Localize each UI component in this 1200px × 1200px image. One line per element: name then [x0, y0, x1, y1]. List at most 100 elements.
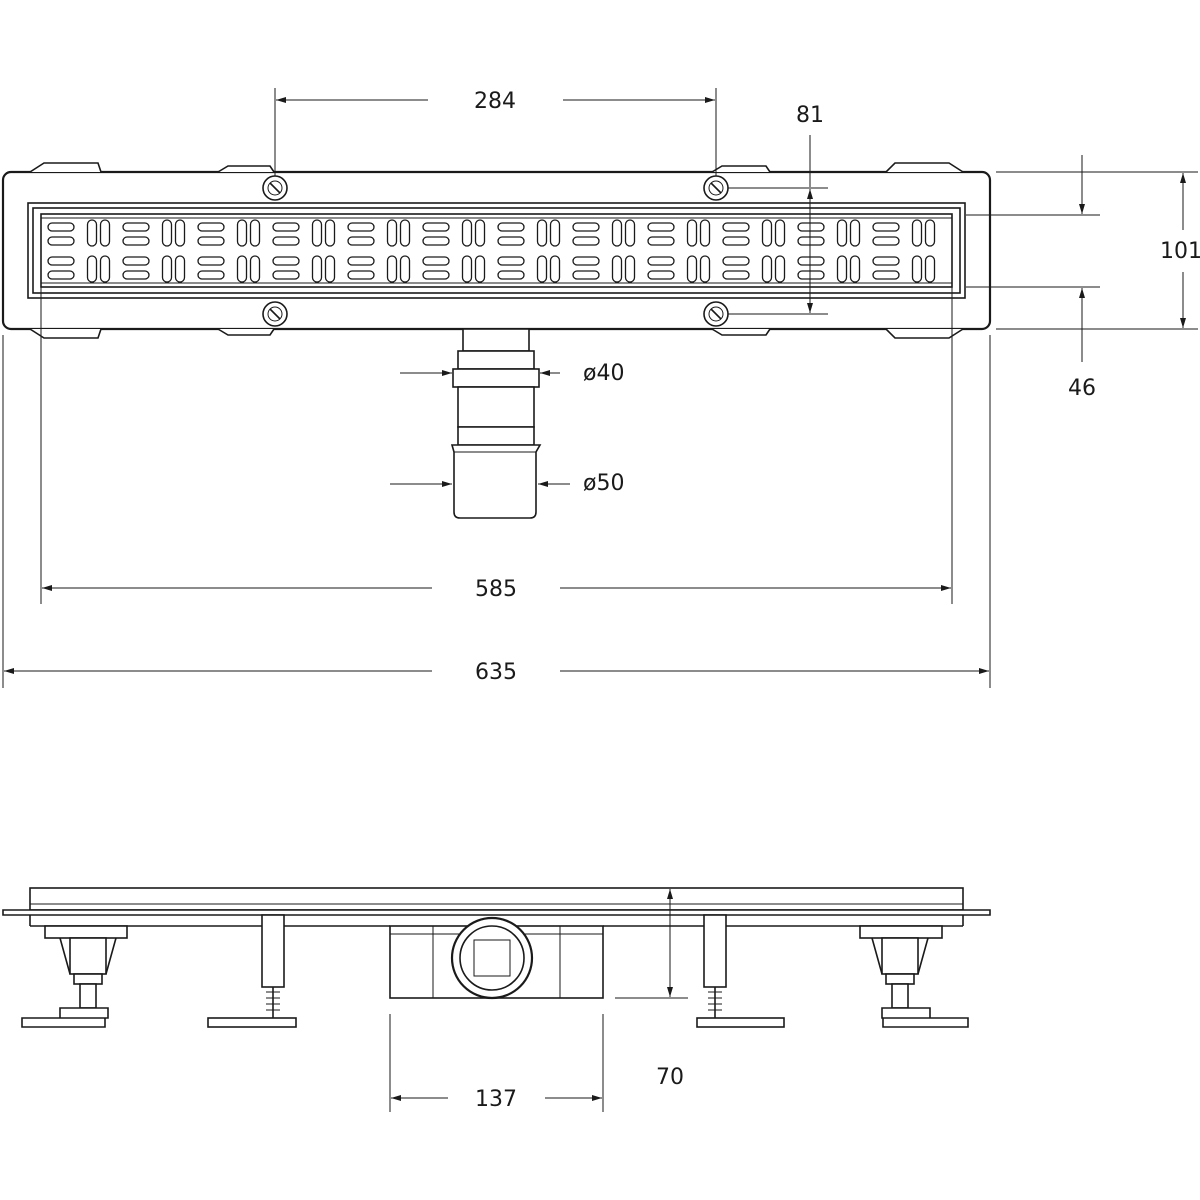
grate-slot: [347, 270, 375, 280]
dim-label-137: 137: [475, 1087, 517, 1112]
dim-label-284: 284: [474, 89, 516, 114]
grate-slot: [197, 270, 225, 280]
grate-slot: [47, 256, 75, 266]
side-flange: [2, 909, 991, 916]
grate-slot: [174, 219, 186, 247]
grate-slot: [497, 236, 525, 246]
dimension-284: 284: [274, 88, 717, 176]
dimension-81: 81: [728, 103, 828, 315]
top-view: 284 81 101 46: [1, 88, 1200, 688]
grate-slot: [122, 222, 150, 232]
grate-slot: [399, 219, 411, 247]
grate-frame: [32, 207, 961, 294]
corner-clips: [29, 162, 964, 339]
grate-slot: [797, 270, 825, 280]
grate-slot: [461, 219, 473, 247]
grate-slot: [122, 236, 150, 246]
grate-slot: [647, 236, 675, 246]
grate-slot: [611, 219, 623, 247]
dim-label-46: 46: [1068, 376, 1096, 401]
grate-slot: [474, 255, 486, 283]
grate-slot: [272, 236, 300, 246]
grate-slot: [872, 256, 900, 266]
grate-slot: [422, 236, 450, 246]
grate-slot: [399, 255, 411, 283]
grate-slot: [497, 270, 525, 280]
dim-label-585: 585: [475, 577, 517, 602]
grate-slot: [347, 256, 375, 266]
dimension-635: 635: [2, 335, 991, 688]
grate-slot: [86, 219, 98, 247]
grate-slot: [872, 222, 900, 232]
grate-slot: [422, 222, 450, 232]
dim-label-70: 70: [656, 1065, 684, 1090]
grate-slot: [122, 256, 150, 266]
grate-slot: [722, 256, 750, 266]
grate-slot: [797, 222, 825, 232]
grate-slot: [611, 255, 623, 283]
dimension-d40: ø40: [400, 361, 624, 386]
grate-slot: [161, 255, 173, 283]
dim-label-d50: ø50: [583, 471, 624, 496]
grate-slot: [699, 255, 711, 283]
grate-slot: [47, 236, 75, 246]
grate-slot: [572, 256, 600, 266]
grate-slot: [461, 255, 473, 283]
grate-slot: [872, 270, 900, 280]
dimension-d50: ø50: [390, 471, 624, 496]
grate-slot: [924, 255, 936, 283]
grate-slot: [549, 255, 561, 283]
dimension-70: 70: [615, 889, 688, 1090]
grate-slot: [347, 222, 375, 232]
grate-slot: [197, 236, 225, 246]
grate-slot: [197, 222, 225, 232]
grate-slot: [272, 256, 300, 266]
grate-slot: [174, 255, 186, 283]
grate-slot: [797, 256, 825, 266]
drain-outlet: [450, 328, 542, 519]
inner-leg-right: [696, 914, 785, 1028]
grate-slot: [249, 255, 261, 283]
grate-slot: [536, 219, 548, 247]
grate-slot: [872, 236, 900, 246]
grate-slot: [761, 219, 773, 247]
grate-slot: [686, 255, 698, 283]
grate-slot: [497, 222, 525, 232]
grate-slot: [272, 270, 300, 280]
dim-label-101: 101: [1160, 239, 1200, 264]
grate-slot: [722, 270, 750, 280]
dimension-137: 137: [389, 1014, 604, 1112]
grate-slot: [774, 255, 786, 283]
left-adjustable-foot: [21, 925, 128, 1028]
inner-leg-left: [207, 914, 297, 1028]
side-grate-plate: [29, 887, 964, 911]
grate-slot: [797, 236, 825, 246]
grate-slot: [311, 219, 323, 247]
right-adjustable-foot: [859, 925, 969, 1028]
grate-slot: [836, 219, 848, 247]
screws: [262, 175, 729, 327]
grate: [40, 213, 953, 288]
grate-slot: [122, 270, 150, 280]
grate-slot: [474, 219, 486, 247]
grate-slot: [686, 219, 698, 247]
grate-slot: [647, 222, 675, 232]
grate-slot: [47, 222, 75, 232]
grate-slot: [99, 255, 111, 283]
grate-slot: [911, 255, 923, 283]
grate-slot: [236, 219, 248, 247]
grate-slot: [197, 256, 225, 266]
side-siphon-box: [389, 916, 604, 1000]
grate-slot: [849, 219, 861, 247]
grate-slot: [549, 219, 561, 247]
grate-slot: [536, 255, 548, 283]
grate-slot: [422, 270, 450, 280]
grate-slot: [497, 256, 525, 266]
dimension-46: 46: [966, 155, 1100, 401]
grate-slot: [624, 255, 636, 283]
grate-slot: [647, 270, 675, 280]
grate-slot-pattern: [47, 219, 936, 283]
grate-slot: [849, 255, 861, 283]
grate-slot: [324, 219, 336, 247]
